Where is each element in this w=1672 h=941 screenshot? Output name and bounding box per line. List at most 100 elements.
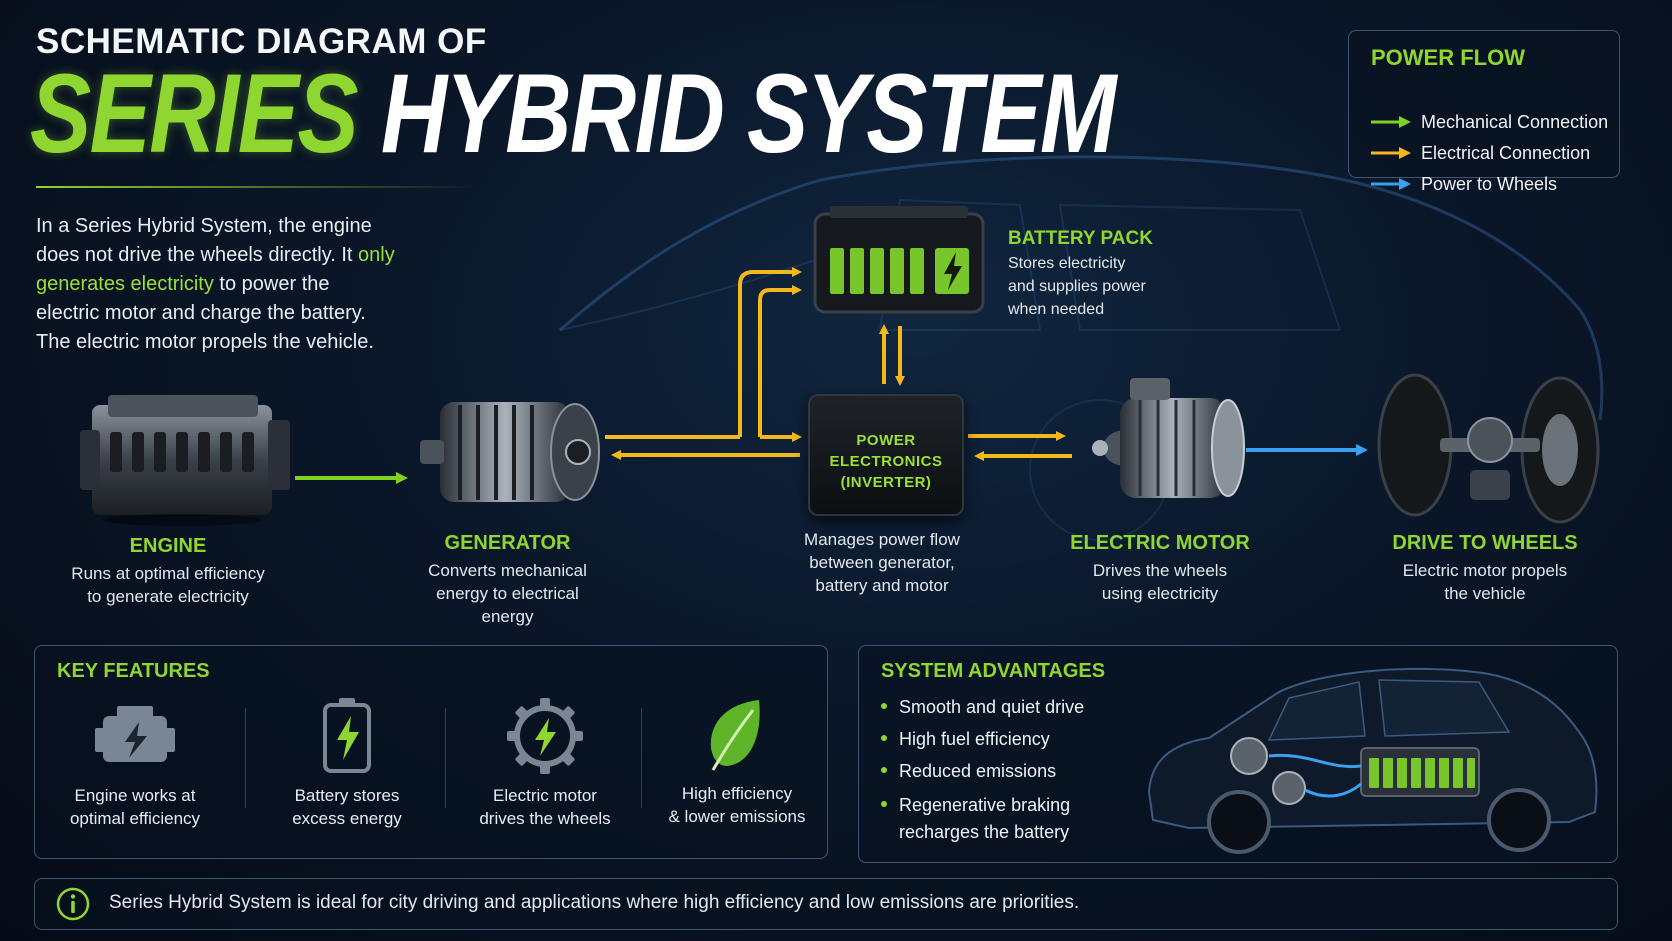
page-title: SERIES HYBRID SYSTEM	[30, 58, 1116, 170]
pe-line: POWER	[856, 432, 916, 449]
power-electronics-label: POWER ELECTRONICS (INVERTER)	[810, 430, 962, 493]
generator-desc: Converts mechanical energy to electrical…	[400, 559, 615, 628]
footer-info-bar: Series Hybrid System is ideal for city d…	[34, 878, 1618, 930]
advantage-item-continuation: recharges the battery	[899, 822, 1070, 842]
legend-label-electrical: Electrical Connection	[1421, 142, 1591, 163]
feature-line: Electric motor	[493, 786, 597, 805]
title-white: HYBRID SYSTEM	[380, 51, 1117, 176]
bullet-icon	[881, 767, 887, 774]
wheels-desc-line: Electric motor propels	[1402, 561, 1568, 580]
feature-motor: Electric motor drives the wheels	[455, 784, 635, 830]
legend-label-mechanical: Mechanical Connection	[1421, 111, 1609, 132]
advantage-item: Smooth and quiet drive	[881, 694, 1084, 720]
power-flow-legend: POWER FLOW Mechanical Connection Electri…	[1348, 30, 1620, 194]
motor-text: ELECTRIC MOTOR Drives the wheels using e…	[1060, 532, 1260, 605]
generator-label: GENERATOR	[444, 532, 571, 554]
key-features-title: KEY FEATURES	[57, 660, 210, 682]
engine-text: ENGINE Runs at optimal efficiency to gen…	[58, 535, 278, 608]
engine-lightning-icon	[95, 698, 175, 774]
feature-efficiency: High efficiency & lower emissions	[647, 782, 827, 828]
electrical-arrow-battery-2	[758, 285, 802, 437]
gear-lightning-icon	[507, 698, 583, 774]
feature-line: Battery stores	[294, 786, 400, 805]
advantages-title: SYSTEM ADVANTAGES	[881, 660, 1106, 682]
bullet-icon	[881, 703, 887, 710]
intro-highlight: only generates electricity	[36, 244, 395, 295]
legend-item-wheels: Power to Wheels	[1371, 171, 1557, 197]
info-icon	[56, 887, 90, 921]
power-electronics-box: POWER ELECTRONICS (INVERTER)	[808, 394, 964, 516]
feature-line: drives the wheels	[479, 809, 611, 828]
system-advantages-panel: SYSTEM ADVANTAGES Smooth and quiet drive…	[858, 645, 1618, 863]
feature-divider	[641, 708, 642, 808]
engine-desc: Runs at optimal efficiency to generate e…	[58, 562, 278, 608]
feature-line: High efficiency	[681, 784, 793, 803]
title-divider	[36, 186, 476, 188]
car-cutaway-illustration	[1147, 667, 1598, 854]
feature-divider	[445, 708, 446, 808]
wheels-desc-line: the vehicle	[1444, 584, 1526, 603]
legend-item-electrical: Electrical Connection	[1371, 140, 1590, 166]
feature-divider	[245, 708, 246, 808]
battery-icon	[321, 698, 373, 774]
battery-illustration	[813, 206, 985, 314]
wheels-text: DRIVE TO WHEELS Electric motor propels t…	[1380, 532, 1590, 605]
wheels-arrow-icon	[1371, 178, 1411, 190]
generator-desc-line: energy to electrical	[436, 584, 579, 603]
advantage-text: Smooth and quiet drive	[899, 697, 1085, 717]
motor-desc: Drives the wheels using electricity	[1060, 559, 1260, 605]
advantage-text: High fuel efficiency	[899, 729, 1050, 749]
generator-desc-line: Converts mechanical	[428, 561, 587, 580]
pe-desc-line: battery and motor	[815, 576, 949, 595]
pe-desc-line: Manages power flow	[804, 530, 960, 549]
legend-title: POWER FLOW	[1371, 45, 1525, 70]
generator-text: GENERATOR Converts mechanical energy to …	[400, 532, 615, 628]
feature-line: optimal efficiency	[69, 809, 201, 828]
feature-line: Engine works at	[74, 786, 196, 805]
wheels-label: DRIVE TO WHEELS	[1392, 532, 1578, 554]
battery-desc-line: when needed	[1008, 301, 1105, 318]
title-green: SERIES	[30, 51, 359, 176]
intro-text-1: In a Series Hybrid System, the engine do…	[36, 215, 372, 266]
electrical-arrow-icon	[1371, 147, 1411, 159]
feature-line: excess energy	[292, 809, 402, 828]
battery-desc-line: and supplies power	[1008, 278, 1146, 295]
pe-desc-line: between generator,	[809, 553, 955, 572]
mechanical-arrow-icon	[1371, 116, 1411, 128]
motor-label: ELECTRIC MOTOR	[1070, 532, 1250, 554]
intro-text-2: to power the electric motor and charge t…	[36, 273, 374, 353]
battery-text: BATTERY PACK Stores electricity and supp…	[1008, 228, 1153, 321]
battery-desc-line: Stores electricity	[1008, 255, 1126, 272]
advantage-text: Reduced emissions	[899, 761, 1057, 781]
wheels-illustration	[1377, 373, 1600, 524]
subtitle-top: SCHEMATIC DIAGRAM OF	[36, 22, 487, 61]
intro-paragraph: In a Series Hybrid System, the engine do…	[36, 212, 396, 357]
feature-battery: Battery stores excess energy	[257, 784, 437, 830]
motor-desc-line: using electricity	[1101, 584, 1219, 603]
leaf-icon	[705, 698, 765, 774]
legend-label-wheels: Power to Wheels	[1421, 173, 1558, 194]
wheels-desc: Electric motor propels the vehicle	[1380, 559, 1590, 605]
engine-illustration	[80, 395, 290, 526]
motor-illustration	[1092, 378, 1245, 498]
bullet-icon	[881, 801, 887, 808]
advantage-text: Regenerative braking	[899, 795, 1071, 815]
footer-text: Series Hybrid System is ideal for city d…	[109, 892, 1080, 913]
motor-desc-line: Drives the wheels	[1092, 561, 1228, 580]
power-electronics-desc: Manages power flow between generator, ba…	[770, 528, 994, 597]
advantage-item: Reduced emissions	[881, 758, 1056, 784]
generator-illustration	[420, 402, 600, 502]
generator-desc-line: energy	[481, 607, 534, 626]
advantage-item: High fuel efficiency	[881, 726, 1050, 752]
engine-desc-line: Runs at optimal efficiency	[71, 564, 265, 583]
key-features-panel: KEY FEATURES Engine works at optimal eff…	[34, 645, 828, 859]
advantage-item: Regenerative braking	[881, 792, 1070, 818]
engine-label: ENGINE	[129, 535, 207, 557]
bullet-icon	[881, 735, 887, 742]
legend-item-mechanical: Mechanical Connection	[1371, 109, 1608, 135]
pe-line: ELECTRONICS	[829, 453, 943, 470]
electrical-arrow-gen-battery	[738, 267, 802, 437]
pe-line: (INVERTER)	[840, 474, 932, 491]
battery-label: BATTERY PACK	[1008, 228, 1153, 249]
